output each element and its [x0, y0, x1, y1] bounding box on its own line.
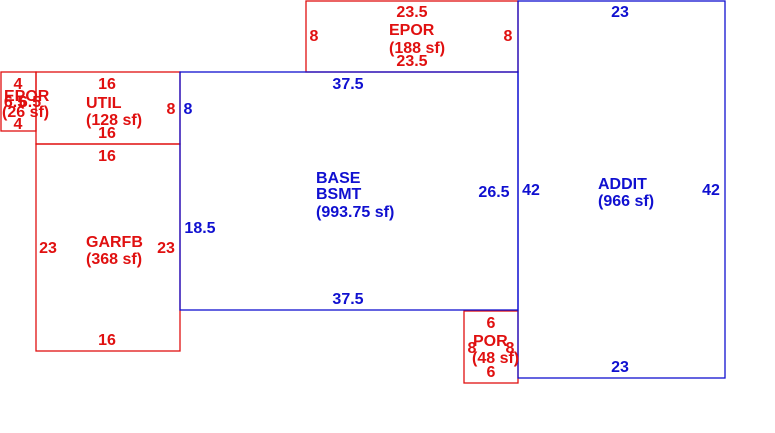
garfb-dim-left: 23	[39, 240, 57, 257]
epor-small-dim-left: 6.5	[4, 94, 26, 111]
util-dim-right: 8	[167, 101, 176, 118]
util-code: UTIL	[86, 95, 122, 112]
base-area: (993.75 sf)	[316, 204, 394, 221]
garfb-dim-right: 23	[157, 240, 175, 257]
base-dim-left-lower: 18.5	[184, 220, 215, 237]
garfb-area: (368 sf)	[86, 251, 142, 268]
addit-code: ADDIT	[598, 176, 647, 193]
epor-top-dim-left: 8	[310, 28, 319, 45]
garfb-dim-bottom: 16	[98, 332, 116, 349]
epor-small-area: (26 sf)	[2, 104, 49, 121]
epor-small-dim-right: 6.5	[19, 94, 41, 111]
garfb-code: GARFB	[86, 234, 143, 251]
epor-top-code: EPOR	[389, 22, 435, 39]
base-outline	[179, 71, 519, 311]
addit-dim-left: 42	[522, 182, 540, 199]
por-dim-top: 6	[487, 315, 496, 332]
por-area: (48 sf)	[472, 350, 519, 367]
base-dim-bottom: 37.5	[332, 291, 363, 308]
util-dim-top: 16	[98, 76, 116, 93]
por-dim-right: 8	[506, 340, 515, 357]
addit-dim-top: 23	[611, 4, 629, 21]
util-area: (128 sf)	[86, 112, 142, 129]
addit-area: (966 sf)	[598, 193, 654, 210]
por-dim-bottom: 6	[487, 364, 496, 381]
garfb-dim-top: 16	[98, 148, 116, 165]
por-code: POR	[473, 333, 508, 350]
addit-dim-bottom: 23	[611, 359, 629, 376]
base-code2: BSMT	[316, 186, 362, 203]
base-dim-left-upper: 8	[184, 101, 193, 118]
epor-top-dim-bottom: 23.5	[396, 53, 427, 70]
epor-top-dim-right: 8	[504, 28, 513, 45]
base-dim-right: 26.5	[478, 184, 509, 201]
epor-small-dim-bottom: 4	[14, 116, 23, 133]
epor-small-code: EPOR	[4, 88, 50, 105]
epor-small-dim-top: 4	[14, 76, 23, 93]
util-dim-bottom: 16	[98, 125, 116, 142]
epor-top-area: (188 sf)	[389, 40, 445, 57]
epor-small-outline	[0, 71, 37, 132]
addit-dim-right: 42	[702, 182, 720, 199]
base-code: BASE	[316, 170, 361, 187]
base-dim-top: 37.5	[332, 76, 363, 93]
epor-top-dim-top: 23.5	[396, 4, 427, 21]
por-dim-left: 8	[468, 340, 477, 357]
